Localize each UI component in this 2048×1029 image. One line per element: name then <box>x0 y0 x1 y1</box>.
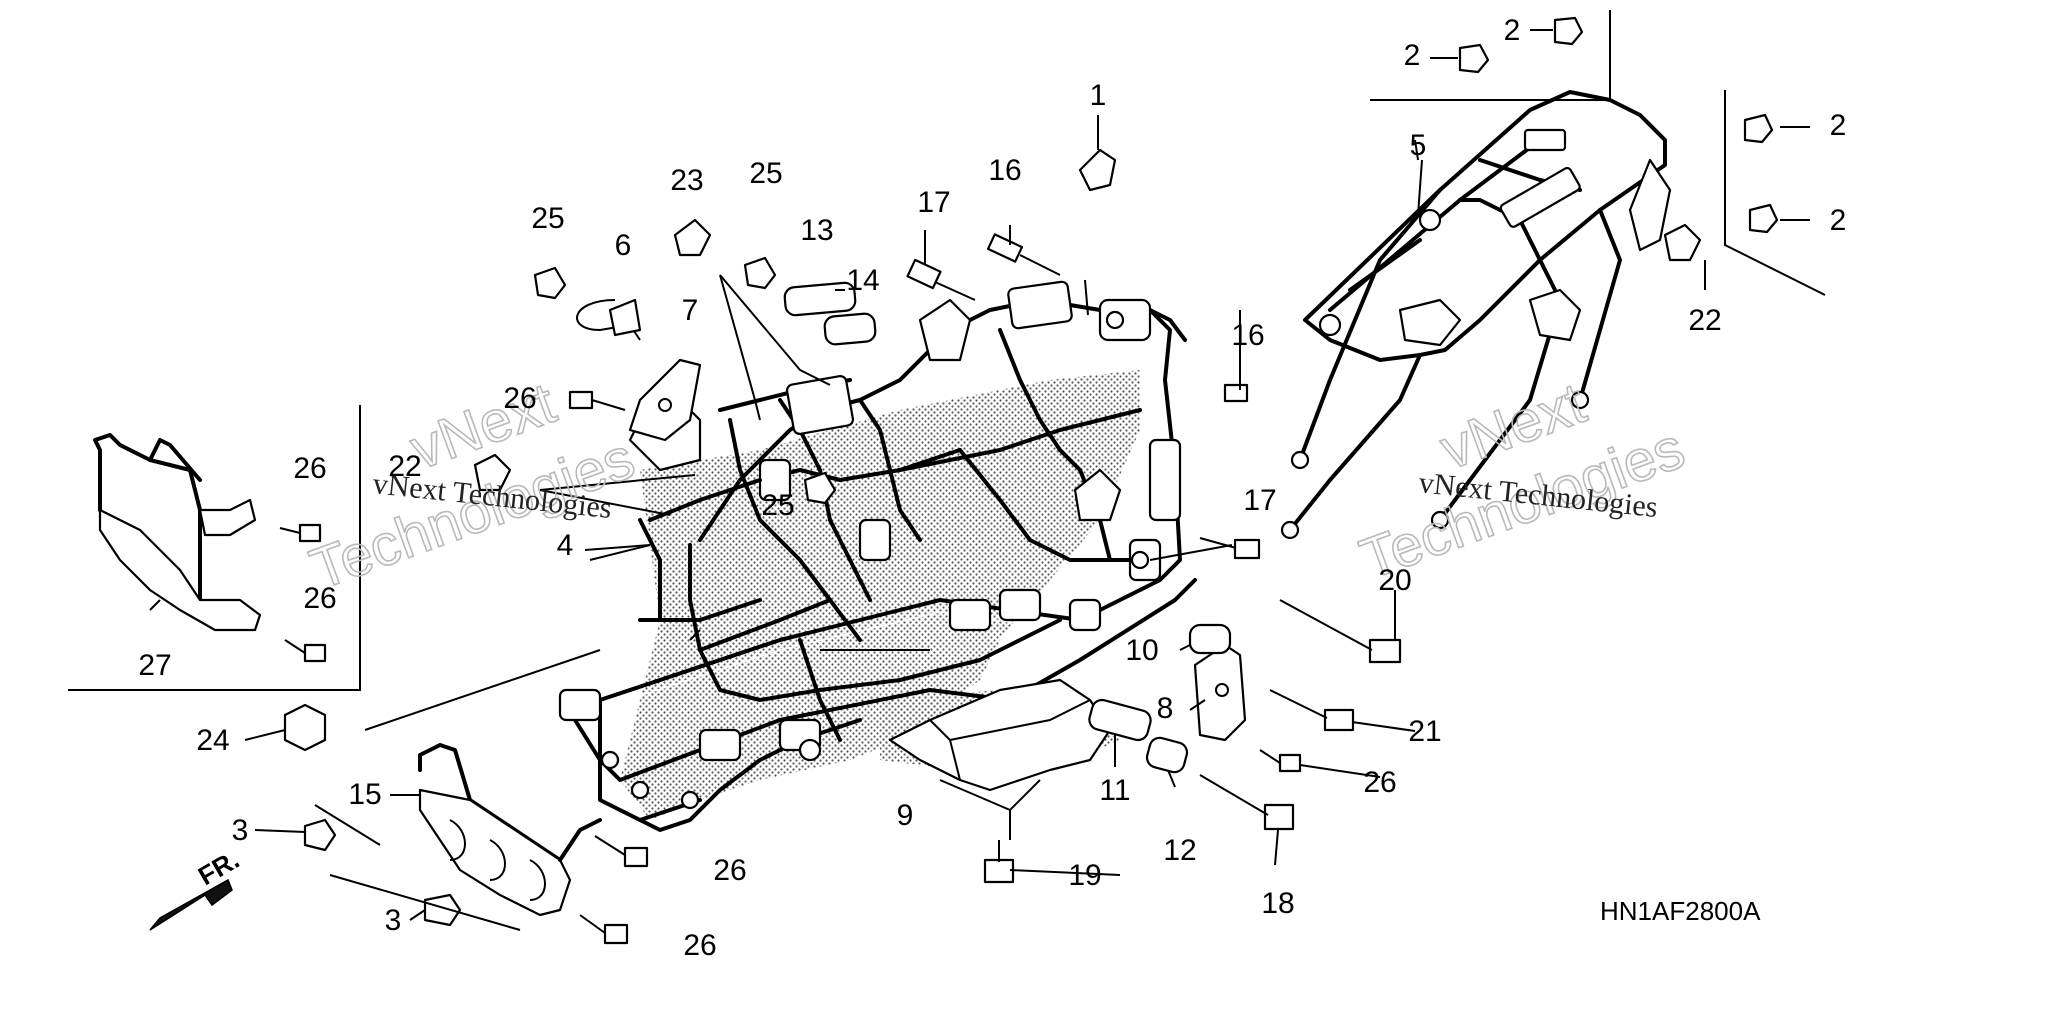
label-2: 2 <box>1404 39 1421 72</box>
bolt-26a <box>568 390 626 411</box>
skid-plate <box>888 678 1112 792</box>
label-11: 11 <box>1099 774 1130 807</box>
label-2: 2 <box>1504 14 1521 47</box>
label-1: 1 <box>1090 79 1107 112</box>
label-15: 15 <box>348 778 381 811</box>
bolt-26c <box>284 639 327 663</box>
bolt-21 <box>1269 689 1355 732</box>
front-arrow-icon <box>149 878 233 931</box>
label-4: 4 <box>557 529 574 562</box>
label-21: 21 <box>1408 715 1441 748</box>
label-24: 24 <box>196 724 229 757</box>
label-26: 26 <box>713 854 746 887</box>
label-2: 2 <box>1830 204 1847 237</box>
label-16: 16 <box>988 154 1021 187</box>
label-3: 3 <box>232 814 249 847</box>
label-7: 7 <box>682 294 699 327</box>
label-25: 25 <box>761 489 794 522</box>
label-26: 26 <box>503 382 536 415</box>
label-26: 26 <box>293 452 326 485</box>
label-2: 2 <box>1830 109 1847 142</box>
label-20: 20 <box>1378 564 1411 597</box>
bolt-18 <box>1199 774 1295 831</box>
label-6: 6 <box>615 229 632 262</box>
bolt-26b <box>279 523 322 543</box>
label-12: 12 <box>1163 834 1196 867</box>
label-22: 22 <box>1688 304 1721 337</box>
label-5: 5 <box>1410 129 1427 162</box>
front-bumper <box>418 743 602 917</box>
bolt-17a <box>906 258 976 301</box>
bolt-26f <box>579 914 629 945</box>
label-9: 9 <box>897 799 914 832</box>
label-10: 10 <box>1125 634 1158 667</box>
label-22: 22 <box>388 450 421 483</box>
label-17: 17 <box>1243 484 1276 517</box>
label-26: 26 <box>303 582 336 615</box>
rear-bumper <box>93 433 262 632</box>
label-13: 13 <box>800 214 833 247</box>
bolt-26d <box>1259 749 1302 773</box>
label-27: 27 <box>138 649 171 682</box>
label-3: 3 <box>385 904 402 937</box>
bolt-16a <box>986 233 1061 276</box>
bolt-17b <box>1199 537 1261 560</box>
label-23: 23 <box>670 164 703 197</box>
bolt-20 <box>1279 599 1402 664</box>
label-25: 25 <box>749 157 782 190</box>
label-14: 14 <box>846 264 879 297</box>
label-26: 26 <box>1363 766 1396 799</box>
label-26: 26 <box>683 929 716 962</box>
group-lines <box>68 10 1826 931</box>
front-direction-label: FR. <box>193 844 244 891</box>
leader-lines <box>149 29 1810 921</box>
diagram-code: HN1AF2800A <box>1600 896 1761 926</box>
label-18: 18 <box>1261 887 1294 920</box>
label-25: 25 <box>531 202 564 235</box>
bolt-19 <box>983 840 1015 884</box>
label-8: 8 <box>1157 692 1174 725</box>
label-16: 16 <box>1231 319 1264 352</box>
callout-labels: 1 2 2 2 2 3 3 4 5 6 7 8 9 10 11 12 13 14… <box>138 14 1846 962</box>
main-frame <box>558 280 1197 832</box>
bolt-26e <box>594 835 649 868</box>
small-parts <box>149 16 1779 945</box>
bolt-16b <box>1223 383 1249 403</box>
label-17: 17 <box>917 186 950 219</box>
label-19: 19 <box>1068 859 1101 892</box>
